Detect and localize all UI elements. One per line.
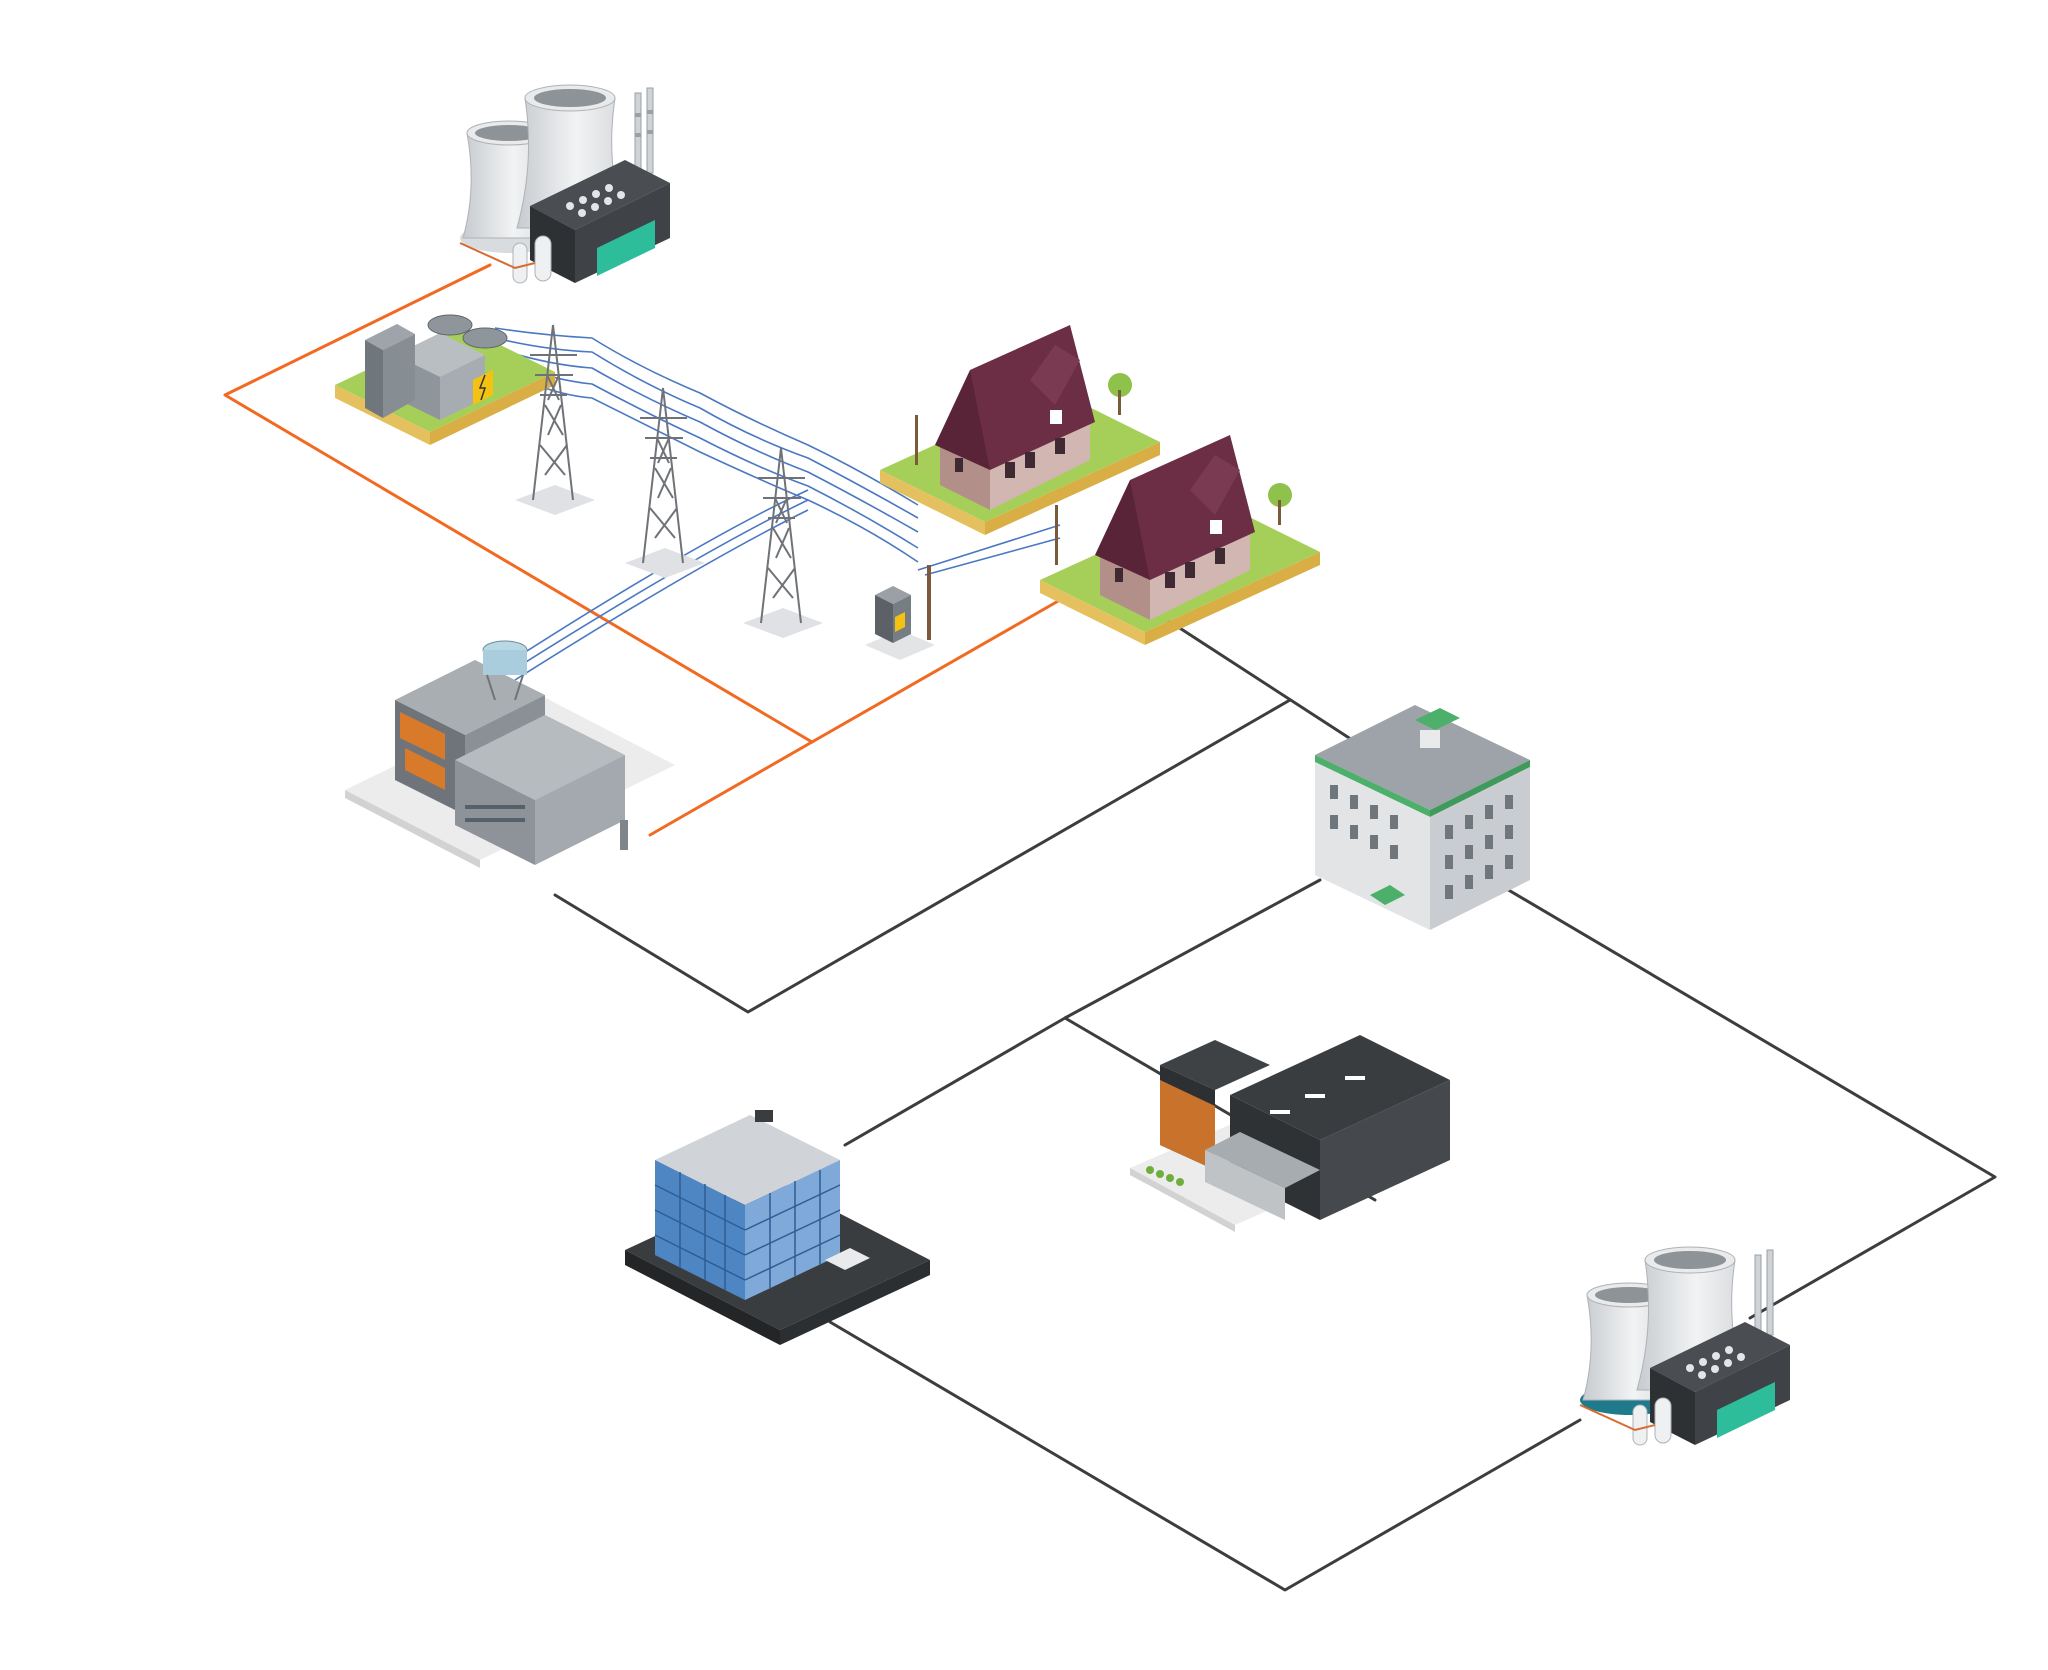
house-icon-1 [880,325,1160,535]
transmission-tower-icon-3 [743,447,823,638]
warehouse-icon [1130,1035,1450,1232]
house-icon-2 [1040,435,1320,645]
primary-line-factory-to-house [810,598,1062,744]
transmission-tower-icon-2 [625,387,705,578]
electrical-substation-icon [335,314,555,445]
factory-icon [345,640,675,868]
secondary-line-house-to-apartment [1153,610,1362,747]
office-building-icon [625,1110,930,1345]
secondary-line-apartment-to-plant [1498,883,1997,1320]
nuclear-power-plant-icon-bottom [1579,1246,1790,1446]
primary-line-factory-feed [648,740,814,837]
secondary-line-office-to-plant [828,1320,1582,1592]
nuclear-power-plant-icon-top [459,84,670,284]
transformer-box-icon [865,565,935,660]
apartment-building-icon [1315,705,1530,930]
primary-line-plant-to-factory [223,263,814,744]
secondary-line-factory-loop [553,698,1292,1014]
transmission-tower-icon-1 [515,324,595,515]
connection-lines [223,263,1997,1592]
